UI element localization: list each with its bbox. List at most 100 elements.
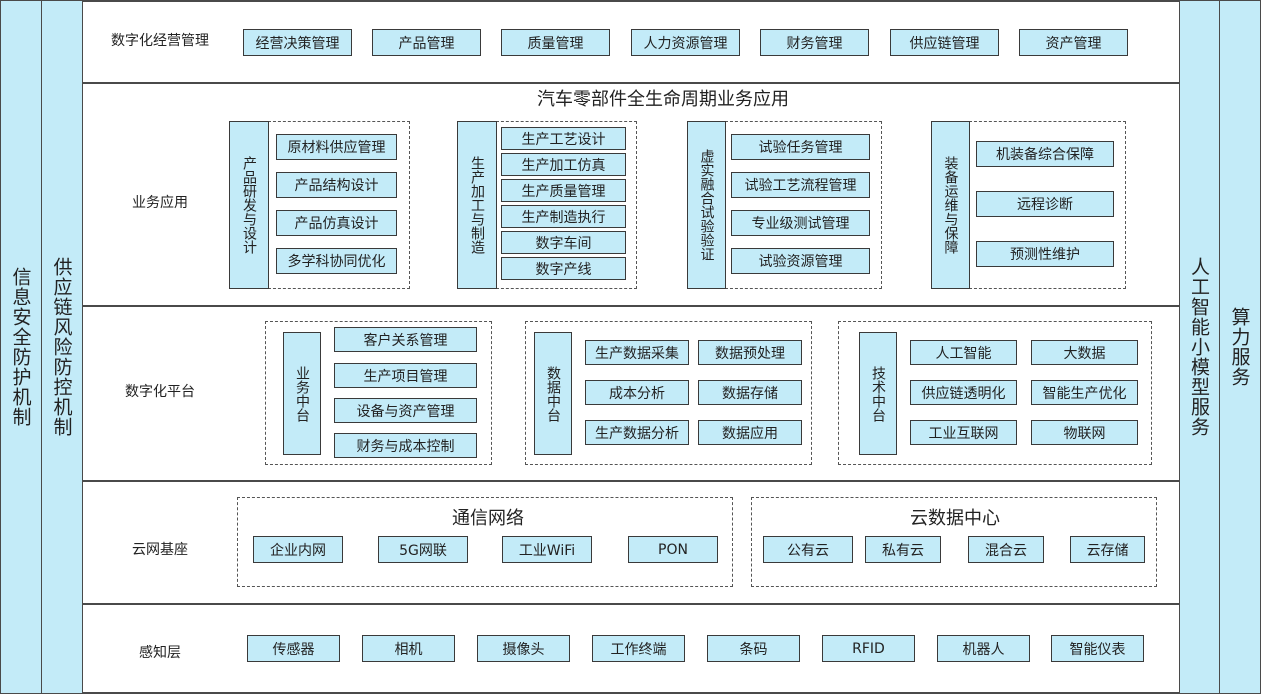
platform-item: 生产项目管理 — [334, 363, 477, 388]
perception-item: 条码 — [707, 635, 800, 662]
right-column-label: 人工智能小模型服务 — [1188, 257, 1210, 437]
business-group — [725, 121, 882, 289]
cloud-item: 公有云 — [763, 536, 853, 563]
platform-item: 物联网 — [1031, 420, 1138, 445]
cloud-group-title: 云数据中心 — [910, 508, 1000, 529]
left-column-label: 供应链风险防控机制 — [50, 257, 73, 437]
business-item: 产品结构设计 — [276, 172, 397, 198]
business-group-name: 生产加工与制造 — [469, 156, 485, 254]
layer-label: 业务应用 — [132, 195, 188, 211]
perception-item: 传感器 — [247, 635, 340, 662]
business-item: 多学科协同优化 — [276, 248, 397, 274]
business-item: 生产制造执行 — [501, 205, 626, 228]
left-column-label: 信息安全防护机制 — [9, 267, 32, 427]
perception-item: 摄像头 — [477, 635, 570, 662]
platform-item: 数据应用 — [698, 420, 802, 445]
platform-group — [525, 321, 812, 465]
perception-item: 工作终端 — [592, 635, 685, 662]
platform-item: 工业互联网 — [910, 420, 1017, 445]
platform-item: 成本分析 — [585, 380, 689, 405]
perception-item: 机器人 — [937, 635, 1030, 662]
perception-item: RFID — [822, 635, 915, 662]
layer-row — [82, 604, 1179, 694]
platform-item: 数据预处理 — [698, 340, 802, 365]
platform-group-name: 技术中台 — [870, 365, 886, 422]
business-group — [496, 121, 637, 289]
platform-item: 客户关系管理 — [334, 327, 477, 352]
layer-row — [82, 0, 1179, 84]
cloud-group — [751, 497, 1157, 587]
platform-item: 生产数据采集 — [585, 340, 689, 365]
management-item: 供应链管理 — [890, 29, 999, 56]
business-group — [268, 121, 410, 289]
business-item: 生产工艺设计 — [501, 127, 626, 150]
layer-label: 数字化平台 — [125, 384, 195, 400]
business-item: 专业级测试管理 — [731, 210, 870, 236]
platform-group-bar: 业务中台 — [283, 332, 321, 455]
business-group — [969, 121, 1126, 289]
layer-label: 数字化经营管理 — [111, 33, 209, 49]
business-item: 预测性维护 — [976, 241, 1114, 267]
business-group-bar: 虚实融合试验验证 — [687, 121, 726, 289]
business-group-name: 装备运维与保障 — [942, 156, 959, 254]
layer-row — [82, 83, 1179, 307]
business-item: 试验资源管理 — [731, 248, 870, 274]
business-group-bar: 产品研发与设计 — [229, 121, 269, 289]
management-item: 财务管理 — [760, 29, 869, 56]
business-group-bar: 生产加工与制造 — [457, 121, 497, 289]
cloud-item: 私有云 — [865, 536, 941, 563]
business-item: 数字产线 — [501, 257, 626, 280]
business-item: 试验工艺流程管理 — [731, 172, 870, 198]
right-column: 算力服务 — [1219, 0, 1261, 694]
cloud-item: 工业WiFi — [502, 536, 592, 563]
platform-group-name: 数据中台 — [545, 365, 561, 422]
platform-group — [265, 321, 492, 465]
business-item: 产品仿真设计 — [276, 210, 397, 236]
platform-item: 财务与成本控制 — [334, 433, 477, 458]
management-item: 产品管理 — [372, 29, 481, 56]
layer-label: 云网基座 — [132, 542, 188, 558]
cloud-item: 5G网联 — [378, 536, 468, 563]
cloud-item: 企业内网 — [253, 536, 343, 563]
perception-item: 智能仪表 — [1051, 635, 1144, 662]
platform-group — [838, 321, 1152, 465]
business-item: 数字车间 — [501, 231, 626, 254]
cloud-item: PON — [628, 536, 718, 563]
platform-item: 供应链透明化 — [910, 380, 1017, 405]
platform-item: 设备与资产管理 — [334, 398, 477, 423]
left-column: 供应链风险防控机制 — [41, 0, 83, 694]
platform-item: 人工智能 — [910, 340, 1017, 365]
cloud-item: 混合云 — [968, 536, 1044, 563]
right-column: 人工智能小模型服务 — [1179, 0, 1220, 694]
business-group-name: 虚实融合试验验证 — [698, 149, 715, 261]
platform-item: 生产数据分析 — [585, 420, 689, 445]
platform-item: 智能生产优化 — [1031, 380, 1138, 405]
business-item: 远程诊断 — [976, 191, 1114, 217]
management-item: 质量管理 — [501, 29, 610, 56]
layer-row — [82, 306, 1179, 482]
layer-label: 感知层 — [139, 645, 181, 661]
business-item: 原材料供应管理 — [276, 134, 397, 160]
cloud-group-title: 通信网络 — [452, 508, 524, 529]
management-item: 资产管理 — [1019, 29, 1128, 56]
left-column: 信息安全防护机制 — [0, 0, 42, 694]
right-column-label: 算力服务 — [1228, 307, 1251, 387]
business-item: 生产加工仿真 — [501, 153, 626, 176]
business-title: 汽车零部件全生命周期业务应用 — [537, 89, 789, 110]
business-item: 试验任务管理 — [731, 134, 870, 160]
business-group-bar: 装备运维与保障 — [931, 121, 970, 289]
business-group-name: 产品研发与设计 — [241, 156, 257, 254]
management-item: 人力资源管理 — [631, 29, 740, 56]
management-item: 经营决策管理 — [243, 29, 352, 56]
platform-item: 大数据 — [1031, 340, 1138, 365]
layer-row — [82, 481, 1179, 605]
business-item: 生产质量管理 — [501, 179, 626, 202]
business-item: 机装备综合保障 — [976, 141, 1114, 167]
platform-group-bar: 数据中台 — [534, 332, 572, 455]
platform-group-name: 业务中台 — [294, 365, 310, 422]
perception-item: 相机 — [362, 635, 455, 662]
platform-group-bar: 技术中台 — [859, 332, 897, 455]
cloud-group — [237, 497, 733, 587]
platform-item: 数据存储 — [698, 380, 802, 405]
